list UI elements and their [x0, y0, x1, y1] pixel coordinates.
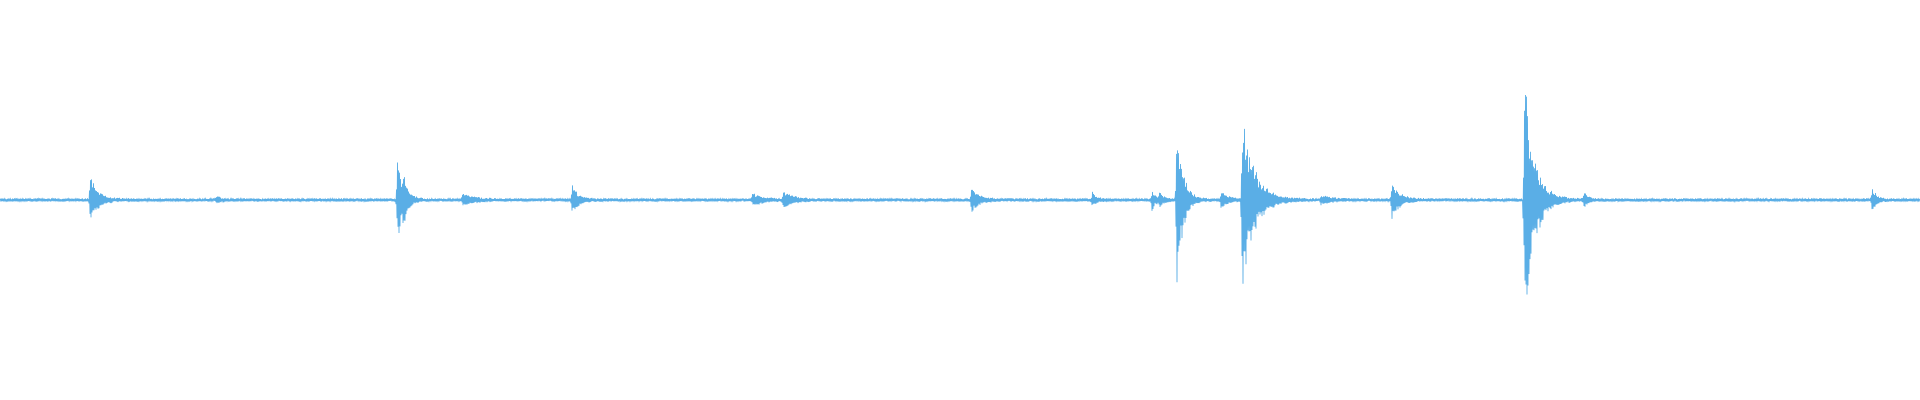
waveform-signal — [0, 94, 1920, 295]
